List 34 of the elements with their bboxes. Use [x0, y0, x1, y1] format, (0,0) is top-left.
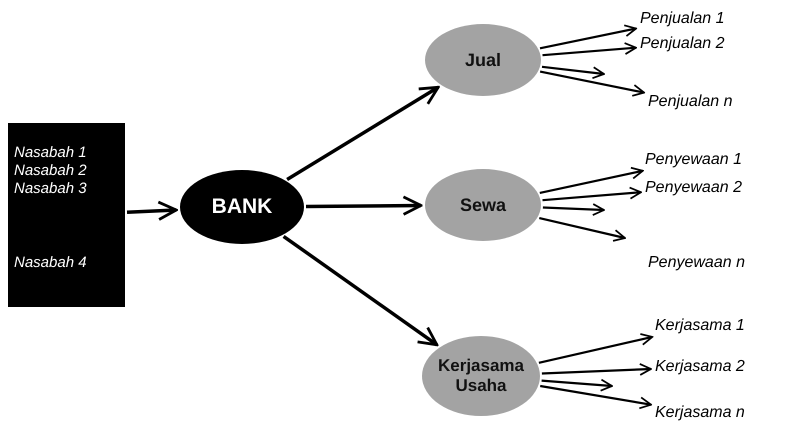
arrow: [540, 384, 652, 410]
item-text: Penyewaan 2: [645, 178, 742, 198]
arrow: [540, 24, 637, 50]
item-text: Penyewaan 1: [645, 150, 742, 170]
arrow: [542, 378, 613, 392]
arrow: [286, 86, 440, 181]
arrow: [540, 70, 645, 97]
ellipse-node: Sewa: [425, 169, 541, 241]
arrow: [539, 217, 626, 242]
arrow: [542, 186, 642, 202]
arrow: [306, 196, 422, 216]
ellipse-node: BANK: [180, 170, 304, 244]
item-text: Kerjasama 2: [655, 357, 745, 377]
item-text: Penjualan 1: [640, 9, 725, 29]
item-text: Penjualan 2: [640, 34, 725, 54]
arrow: [542, 203, 605, 216]
arrow: [542, 66, 605, 80]
list-item-text: Nasabah 3: [14, 180, 87, 198]
ellipse-node: Jual: [425, 24, 541, 96]
item-text: Penyewaan n: [648, 253, 745, 273]
list-item-text: Nasabah 2: [14, 162, 87, 180]
ellipse-node: Kerjasama Usaha: [422, 336, 540, 416]
arrow: [542, 42, 637, 56]
arrow: [282, 234, 438, 346]
arrow: [126, 200, 178, 221]
list-item-text: Nasabah 4: [14, 254, 87, 272]
arrow: [540, 166, 644, 194]
item-text: Penjualan n: [648, 92, 733, 112]
item-text: Kerjasama n: [655, 403, 745, 423]
item-text: Kerjasama 1: [655, 316, 745, 336]
arrow: [542, 363, 652, 376]
list-box: [8, 123, 125, 307]
arrow: [538, 333, 654, 364]
list-item-text: Nasabah 1: [14, 144, 87, 162]
